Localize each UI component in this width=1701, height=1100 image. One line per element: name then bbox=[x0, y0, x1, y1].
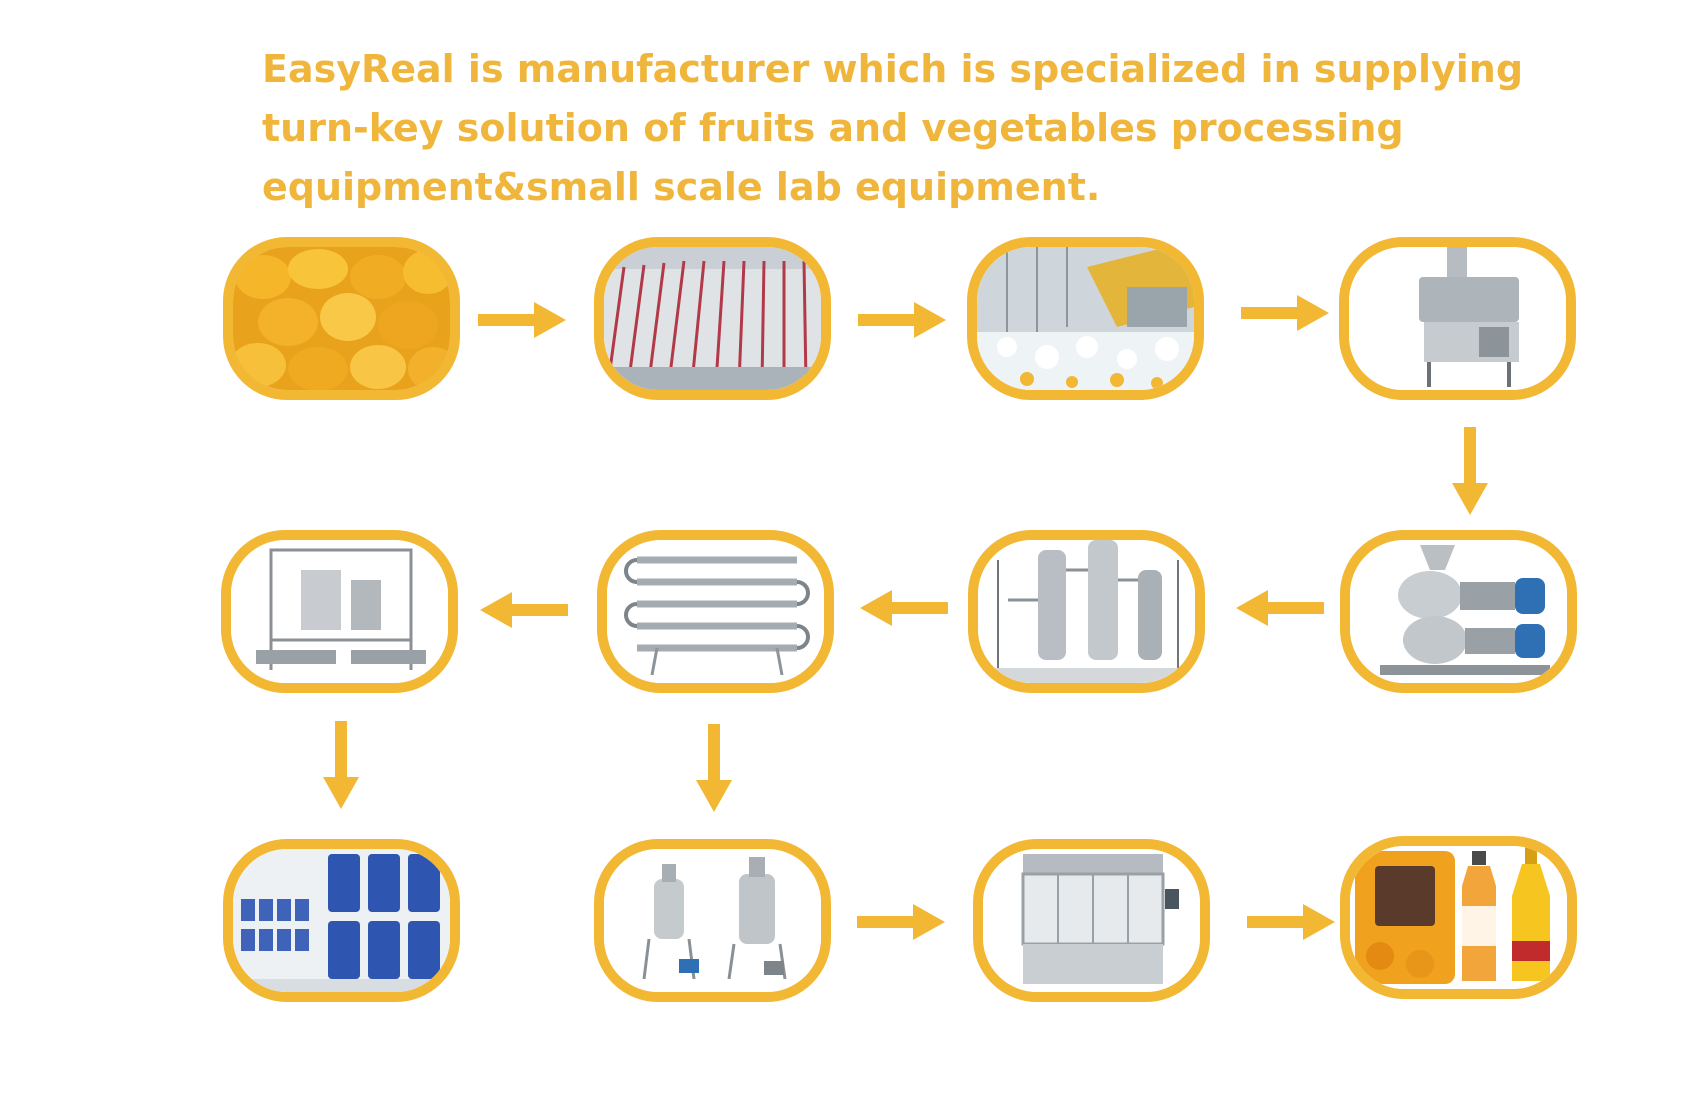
evaporator-icon bbox=[978, 540, 1195, 683]
deaerator-tanks-icon bbox=[604, 849, 821, 992]
arrow-right-4 bbox=[857, 904, 945, 940]
headline-text: EasyReal is manufacturer which is specia… bbox=[262, 47, 1524, 209]
step-sterilizer bbox=[597, 530, 834, 693]
mango-products-icon bbox=[1350, 846, 1567, 989]
arrow-down-3 bbox=[696, 724, 732, 812]
arrow-right-2 bbox=[858, 302, 946, 338]
step-conveyor bbox=[594, 237, 831, 400]
pulper-refiner-icon bbox=[1350, 540, 1567, 683]
arrow-right-3 bbox=[1241, 295, 1329, 331]
conveyor-icon bbox=[604, 247, 821, 390]
step-drum-storage bbox=[223, 839, 460, 1002]
step-washer bbox=[967, 237, 1204, 400]
blue-drums-icon bbox=[233, 849, 450, 992]
arrow-right-1 bbox=[478, 302, 566, 338]
crusher-machine-icon bbox=[1349, 247, 1566, 390]
tube-sterilizer-icon bbox=[607, 540, 824, 683]
step-evaporator bbox=[968, 530, 1205, 693]
bubble-washer-icon bbox=[977, 247, 1194, 390]
mango-pile-icon bbox=[233, 247, 450, 390]
arrow-left-3 bbox=[480, 592, 568, 628]
aseptic-bag-filler-icon bbox=[231, 540, 448, 683]
step-deaerator bbox=[594, 839, 831, 1002]
step-aseptic-filler bbox=[221, 530, 458, 693]
step-crusher bbox=[1339, 237, 1576, 400]
arrow-right-5 bbox=[1247, 904, 1335, 940]
arrow-left-1 bbox=[1236, 590, 1324, 626]
arrow-down-2 bbox=[323, 721, 359, 809]
arrow-down-1 bbox=[1452, 427, 1488, 515]
step-final-products bbox=[1340, 836, 1577, 999]
arrow-left-2 bbox=[860, 590, 948, 626]
step-raw-mango bbox=[223, 237, 460, 400]
step-pulper bbox=[1340, 530, 1577, 693]
step-bottle-filler bbox=[973, 839, 1210, 1002]
bottle-filling-machine-icon bbox=[983, 849, 1200, 992]
